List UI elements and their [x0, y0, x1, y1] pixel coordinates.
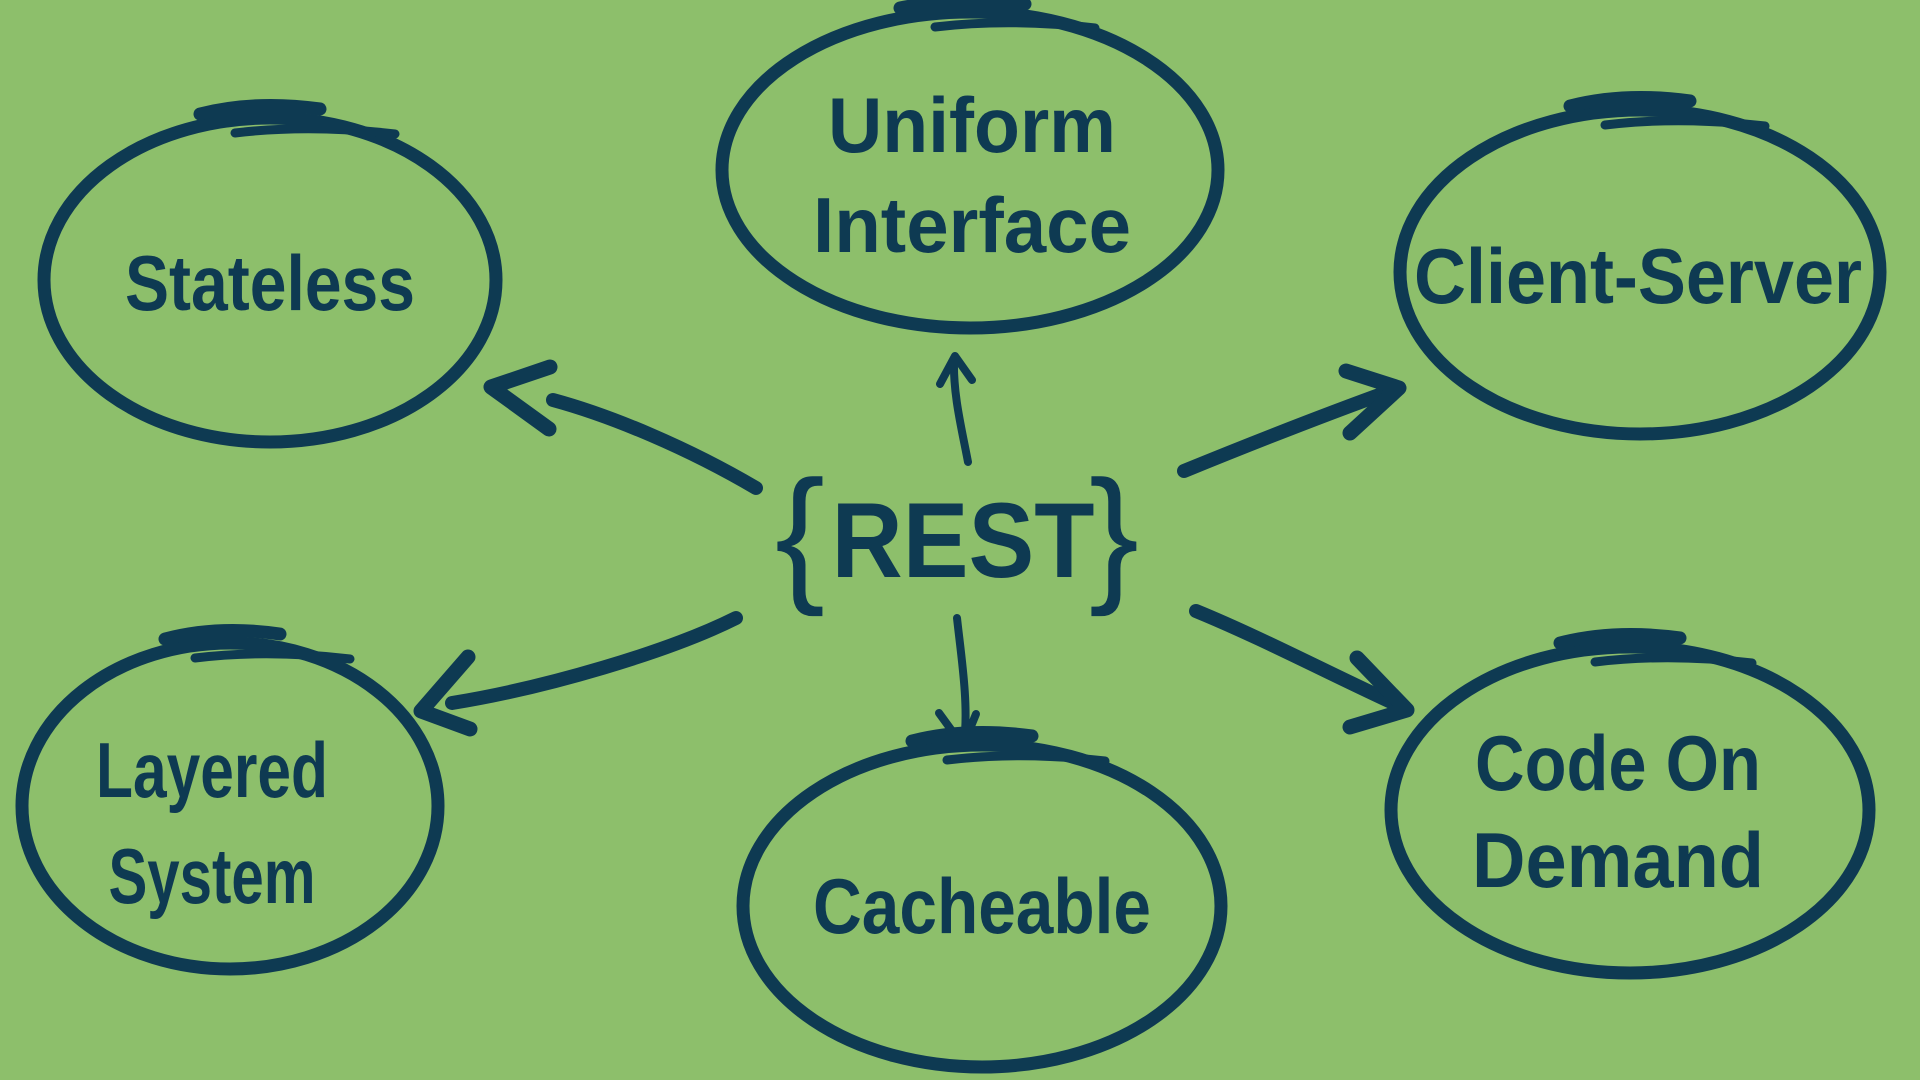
- arrow-rest-to-code-on-demand: [1189, 604, 1415, 735]
- node-label: Stateless: [125, 239, 415, 327]
- arrow-head: [1338, 363, 1407, 441]
- node-ellipse-outline: [1393, 103, 1887, 441]
- node-label-line-1: Layered: [96, 726, 328, 814]
- node-stateless: Stateless: [37, 98, 503, 449]
- arrow-shaft: [949, 356, 972, 466]
- arrow-head: [483, 359, 558, 437]
- arrow-rest-to-client-server: [1177, 363, 1407, 478]
- arrow-head: [1342, 650, 1415, 735]
- node-label-line-2: Interface: [813, 181, 1131, 269]
- node-label-line-2: System: [109, 832, 316, 920]
- node-ellipse-outline: [736, 738, 1228, 1074]
- node-ellipse-outline: [1384, 640, 1876, 980]
- node-uniform-interface: Uniform Interface: [715, 0, 1225, 335]
- left-brace-glyph: {: [775, 449, 825, 617]
- arrow-rest-to-stateless: [483, 359, 763, 495]
- node-cacheable: Cacheable: [736, 725, 1228, 1074]
- node-label-line-1: Uniform: [828, 81, 1116, 169]
- arrow-head: [413, 649, 478, 737]
- hand-drawn-retrace-stroke: [1600, 116, 1770, 131]
- node-code-on-demand: Code On Demand: [1384, 627, 1876, 980]
- arrow-shaft: [445, 611, 743, 710]
- hand-drawn-retrace-stroke: [190, 649, 355, 664]
- arrow-shaft: [1189, 604, 1409, 714]
- arrow-head: [936, 352, 976, 388]
- hand-drawn-overdraw-stroke: [893, 0, 1032, 15]
- arrow-shaft: [953, 614, 970, 746]
- hand-drawn-retrace-stroke: [1590, 653, 1757, 668]
- hand-drawn-retrace-stroke: [930, 18, 1100, 33]
- center-node-rest: { REST }: [775, 449, 1139, 617]
- arrow-shaft: [1177, 383, 1400, 478]
- arrow-rest-to-layered-system: [413, 611, 743, 737]
- hand-drawn-overdraw-stroke: [158, 623, 287, 646]
- hand-drawn-retrace-stroke: [230, 124, 400, 139]
- node-label: Client-Server: [1414, 232, 1862, 320]
- node-ellipse-outline: [15, 636, 445, 976]
- node-client-server: Client-Server: [1393, 90, 1887, 441]
- node-ellipse-outline: [715, 5, 1225, 335]
- node-label: Cacheable: [813, 862, 1151, 950]
- node-ellipse-outline: [37, 111, 503, 449]
- node-label-line-2: Demand: [1472, 816, 1764, 904]
- center-node-label: REST: [832, 480, 1095, 600]
- arrow-shaft: [546, 393, 763, 495]
- hand-drawn-overdraw-stroke: [1563, 90, 1697, 113]
- hand-drawn-overdraw-stroke: [193, 98, 327, 121]
- hand-drawn-retrace-stroke: [942, 751, 1110, 766]
- hand-drawn-overdraw-stroke: [1553, 627, 1687, 650]
- node-layered-system: Layered System: [15, 623, 445, 976]
- hand-drawn-overdraw-stroke: [905, 725, 1039, 748]
- node-label-line-1: Code On: [1475, 719, 1761, 807]
- right-brace-glyph: }: [1089, 449, 1139, 617]
- arrow-rest-to-uniform-interface: [936, 352, 976, 466]
